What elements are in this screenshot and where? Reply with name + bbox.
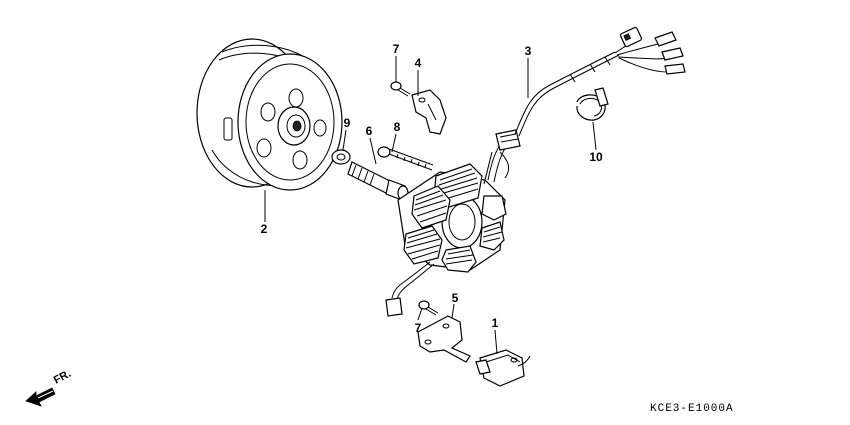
leader-lines <box>264 56 597 355</box>
front-direction-label: FR. <box>52 368 73 387</box>
wire-band-part <box>576 87 609 121</box>
callout-2: 2 <box>261 222 268 236</box>
callout-4: 4 <box>415 56 422 70</box>
front-direction-arrow-icon <box>25 387 56 407</box>
pulse-generator-part <box>475 349 531 387</box>
clamp-part <box>411 89 447 135</box>
flywheel-bolt-part <box>347 161 409 201</box>
flywheel-part <box>196 38 343 191</box>
stator-bolt-part <box>377 146 434 171</box>
callout-9: 9 <box>344 116 351 130</box>
callout-7-top: 7 <box>393 42 400 56</box>
callout-1: 1 <box>492 316 499 330</box>
wire-harness-part <box>385 26 686 317</box>
callout-8: 8 <box>394 120 401 134</box>
screw-bottom-part <box>418 300 439 316</box>
callout-7-bottom: 7 <box>415 321 422 335</box>
stator-part <box>397 163 507 273</box>
setting-plate-part <box>417 315 471 363</box>
washer-part <box>331 149 351 165</box>
callout-5: 5 <box>452 291 459 305</box>
callout-3: 3 <box>525 44 532 58</box>
diagram-code: KCE3-E1000A <box>650 403 734 415</box>
callout-10: 10 <box>589 150 603 164</box>
screw-top-part <box>390 81 411 97</box>
callout-6: 6 <box>366 124 373 138</box>
